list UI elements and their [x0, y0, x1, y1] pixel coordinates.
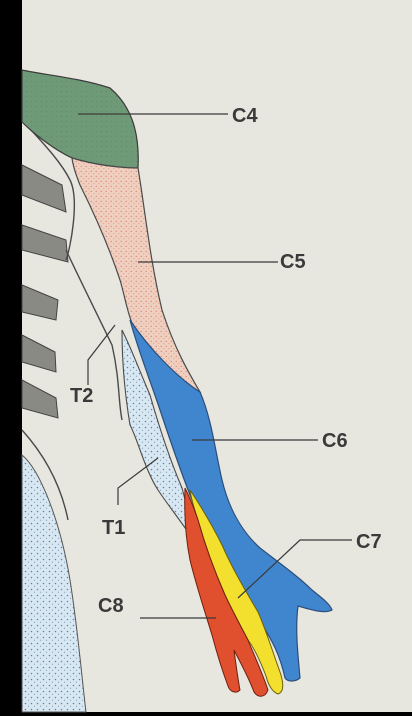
label-c5: C5 — [280, 251, 306, 273]
label-c6: C6 — [322, 430, 348, 452]
label-c7: C7 — [356, 531, 382, 553]
label-t2: T2 — [70, 385, 93, 407]
label-c4: C4 — [232, 105, 258, 127]
label-t1: T1 — [102, 517, 125, 539]
label-c8: C8 — [98, 595, 124, 617]
